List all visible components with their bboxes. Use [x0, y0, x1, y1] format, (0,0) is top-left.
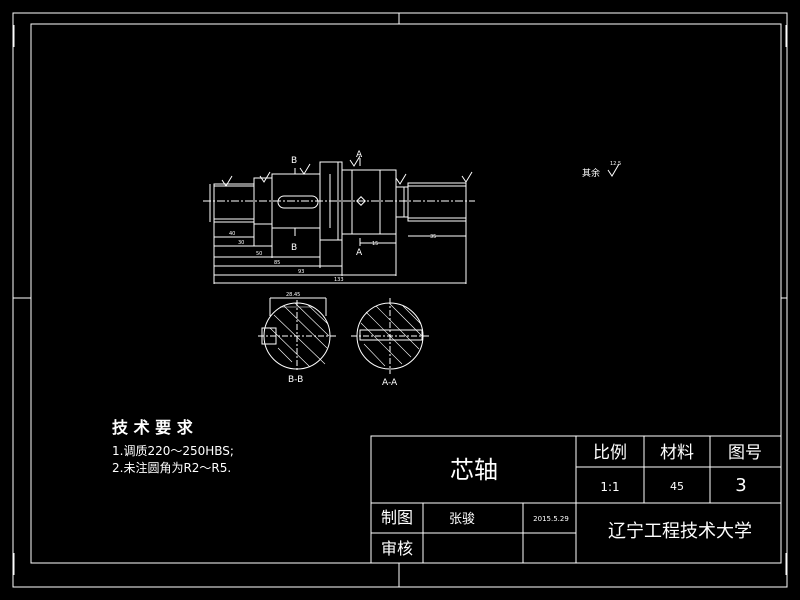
shaft-main-view	[203, 155, 475, 284]
drawn-by-label: 制图	[381, 508, 413, 527]
drawing-date: 2015.5.29	[533, 515, 569, 523]
dim-133: 133	[334, 277, 344, 283]
section-view-aa	[351, 298, 429, 374]
roughness-value: 12.5	[610, 161, 621, 167]
section-a-bottom: A	[356, 248, 363, 258]
section-a-top: A	[356, 150, 363, 160]
section-view-bb	[258, 297, 336, 372]
roughness-label: 其余	[582, 167, 600, 179]
dim-35: 35	[430, 234, 436, 240]
drawing-no-value: 3	[735, 475, 746, 496]
tech-line-2: 2.未注圆角为R2～R5.	[112, 460, 231, 475]
section-b-bottom: B	[291, 243, 297, 253]
dim-93: 93	[298, 269, 304, 275]
dim-30: 30	[238, 240, 244, 246]
drawing-no-label: 图号	[728, 443, 762, 463]
scale-label: 比例	[593, 443, 627, 463]
tech-title: 技 术 要 求	[112, 418, 194, 437]
material-label: 材料	[660, 443, 694, 463]
view-aa-label: A-A	[382, 378, 398, 388]
organization-name: 辽宁工程技术大学	[608, 521, 752, 542]
dim-40: 40	[229, 231, 235, 237]
dim-85: 85	[274, 260, 280, 266]
title-block	[370, 435, 782, 564]
dim-bb-width: 28.45	[286, 292, 300, 298]
section-b-top: B	[291, 156, 297, 166]
checked-label: 审核	[381, 539, 413, 558]
material-value: 45	[670, 480, 684, 493]
view-bb-label: B-B	[288, 375, 303, 385]
dim-15: 15	[372, 241, 378, 247]
drawn-by-name: 张骏	[449, 512, 475, 527]
dim-50: 50	[256, 251, 262, 257]
part-name: 芯轴	[450, 456, 498, 484]
drawing-border	[12, 12, 788, 588]
roughness-symbol	[607, 163, 620, 177]
scale-value: 1:1	[600, 480, 619, 494]
tech-line-1: 1.调质220～250HBS;	[112, 444, 234, 458]
